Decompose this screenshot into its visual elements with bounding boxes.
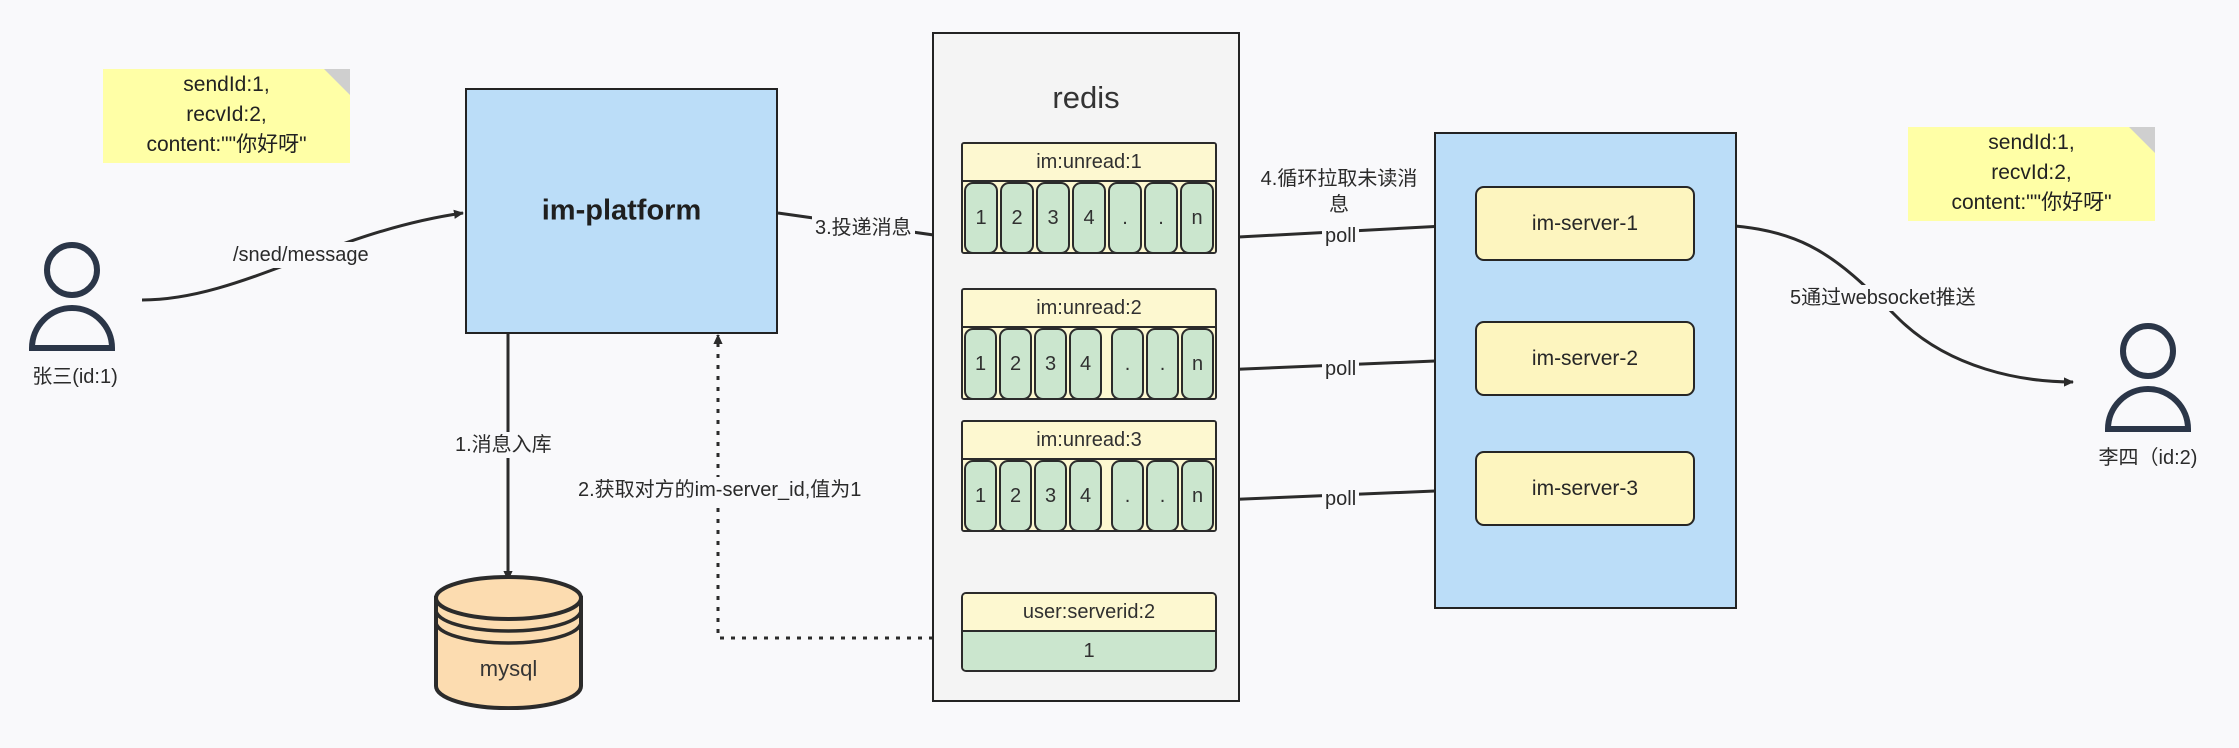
im-platform-label: im-platform [541, 194, 702, 227]
im-server-2-label: im-server-2 [1531, 346, 1639, 370]
redis-cell: 4 [1072, 182, 1106, 252]
im-server-2-box[interactable]: im-server-2 [1475, 321, 1695, 396]
redis-kv-value: 1 [963, 632, 1215, 670]
redis-cell: 2 [999, 328, 1032, 398]
redis-cell: 4 [1069, 460, 1102, 530]
redis-queue-im-unread-1[interactable]: im:unread:1 1 2 3 4 . . n [961, 142, 1217, 254]
edge-label-poll-1: poll [1322, 223, 1360, 249]
redis-cell: . [1144, 182, 1178, 252]
im-server-1-box[interactable]: im-server-1 [1475, 186, 1695, 261]
im-server-1-label: im-server-1 [1531, 211, 1639, 235]
edge-label-poll-2: poll [1322, 356, 1360, 382]
redis-cell: 2 [999, 460, 1032, 530]
im-server-3-box[interactable]: im-server-3 [1475, 451, 1695, 526]
note-right-line-1: sendId:1, [1988, 131, 2075, 154]
actor-sender-label: 张三(id:1) [32, 366, 118, 388]
mysql-cylinder-icon[interactable] [432, 574, 585, 710]
im-platform-box[interactable]: im-platform [465, 88, 778, 334]
note-right: sendId:1, recvId:2, content:""你好呀" [1908, 127, 2155, 221]
redis-cell: n [1181, 460, 1214, 530]
note-right-line-2: recvId:2, [1991, 161, 2072, 184]
redis-cell: 2 [1000, 182, 1034, 252]
redis-kv-key: user:serverid:2 [963, 594, 1215, 632]
note-right-line-3: content:""你好呀" [1951, 191, 2112, 214]
actor-receiver-icon [2104, 323, 2192, 432]
edge-label-step3: 3.投递消息 [812, 215, 915, 241]
redis-queue-im-unread-3[interactable]: im:unread:3 1 2 3 4 . . n [961, 420, 1217, 532]
redis-cell: 3 [1034, 460, 1067, 530]
note-left-line-3: content:""你好呀" [146, 133, 307, 156]
redis-queue-im-unread-2[interactable]: im:unread:2 1 2 3 4 . . n [961, 288, 1217, 400]
redis-cell: . [1108, 182, 1142, 252]
edge-label-poll-3: poll [1322, 486, 1360, 512]
redis-queue-cells-3: 1 2 3 4 . . n [963, 460, 1215, 530]
redis-cell: . [1111, 460, 1144, 530]
redis-cell: . [1146, 460, 1179, 530]
redis-cell: 3 [1036, 182, 1070, 252]
redis-cell: n [1180, 182, 1214, 252]
redis-queue-key-3: im:unread:3 [963, 422, 1215, 460]
actor-receiver-label: 李四（id:2) [2098, 447, 2198, 469]
redis-title: redis [1052, 80, 1120, 115]
note-left-line-2: recvId:2, [186, 103, 267, 126]
redis-queue-key-2: im:unread:2 [963, 290, 1215, 328]
edge-label-step4: 4.循环拉取未读消 息 [1256, 166, 1422, 218]
redis-cell: 1 [964, 460, 997, 530]
note-fold-icon [324, 69, 350, 95]
note-left-line-1: sendId:1, [183, 73, 270, 96]
mysql-label: mysql [479, 656, 538, 681]
edge-label-step5: 5通过websocket推送 [1787, 285, 1979, 311]
redis-cell: 1 [964, 328, 997, 398]
redis-kv-user-serverid[interactable]: user:serverid:2 1 [961, 592, 1217, 672]
redis-cell: . [1146, 328, 1179, 398]
redis-queue-cells-2: 1 2 3 4 . . n [963, 328, 1215, 398]
redis-queue-key-1: im:unread:1 [963, 144, 1215, 182]
redis-cell: 1 [964, 182, 998, 252]
redis-cell: n [1181, 328, 1214, 398]
note-left: sendId:1, recvId:2, content:""你好呀" [103, 69, 350, 163]
note-fold-icon [2129, 127, 2155, 153]
edge-label-step1: 1.消息入库 [452, 432, 555, 458]
redis-cell: . [1111, 328, 1144, 398]
redis-cell: 4 [1069, 328, 1102, 398]
im-server-3-label: im-server-3 [1531, 476, 1639, 500]
edge-label-step2: 2.获取对方的im-server_id,值为1 [575, 477, 865, 503]
actor-sender-icon [28, 242, 116, 351]
redis-queue-cells-1: 1 2 3 4 . . n [963, 182, 1215, 252]
redis-cell: 3 [1034, 328, 1067, 398]
edge-label-send-message: /sned/message [230, 242, 372, 268]
